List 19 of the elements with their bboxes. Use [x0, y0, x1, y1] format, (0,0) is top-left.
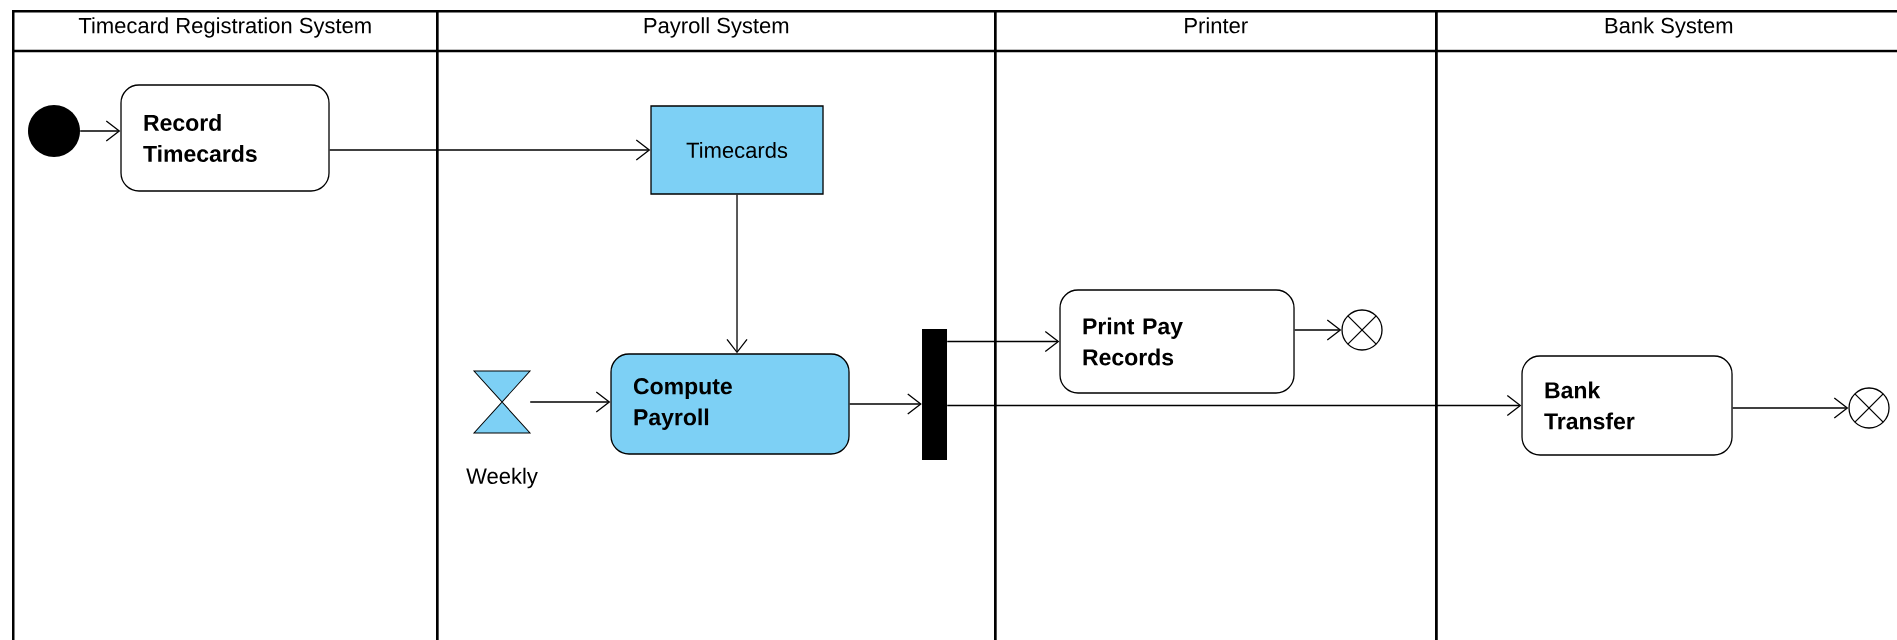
flow-final-icon — [1341, 309, 1383, 351]
arrow — [329, 139, 651, 161]
arrow — [79, 120, 121, 142]
action-box: Print Pay Records — [1059, 289, 1295, 394]
arrow — [1732, 397, 1849, 419]
fork-bar — [922, 329, 947, 460]
action-box: Record Timecards — [120, 84, 330, 192]
arrow — [946, 394, 1522, 417]
arrow — [726, 194, 748, 354]
timer-label: Weekly — [466, 467, 538, 489]
flow-final-icon — [1848, 387, 1890, 429]
action-box: Bank Transfer — [1521, 355, 1733, 456]
arrow — [529, 391, 611, 413]
arrow — [849, 393, 922, 415]
start-dot — [28, 105, 80, 157]
arrow — [1294, 319, 1342, 341]
action-box: Compute Payroll — [610, 353, 850, 455]
arrow — [946, 330, 1060, 353]
object-box: Timecards — [650, 105, 824, 195]
